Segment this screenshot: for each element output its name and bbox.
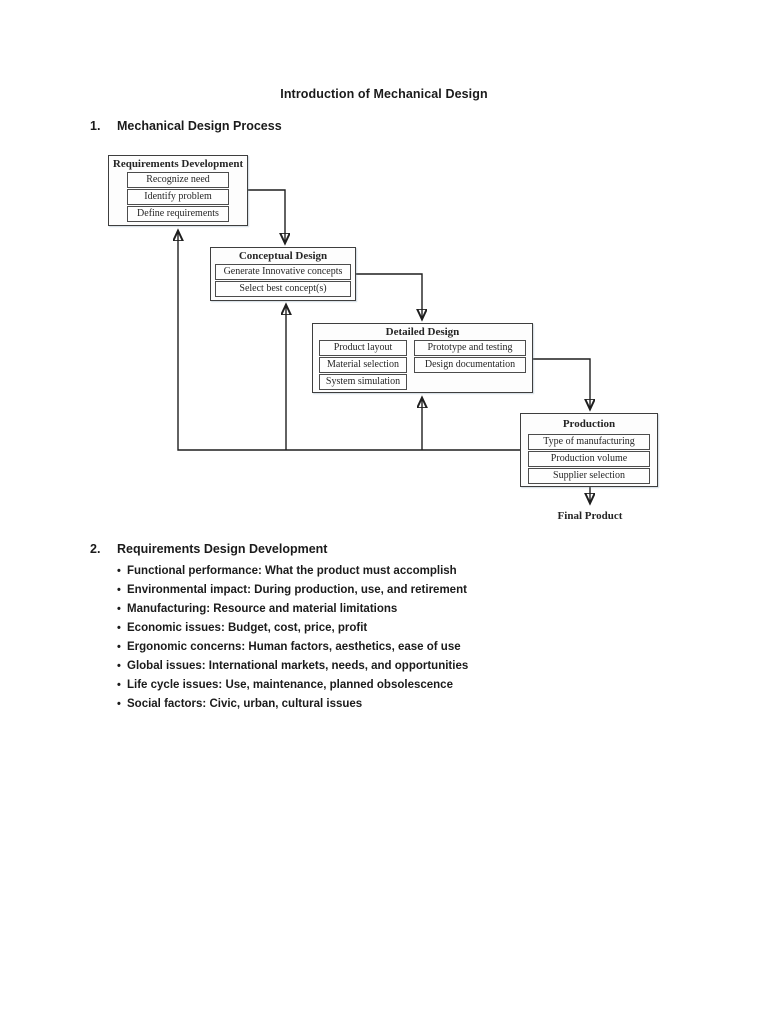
list-item-text: Life cycle issues: Use, maintenance, pla… bbox=[127, 678, 453, 691]
flowchart-box-detailed-design: Detailed Design Product layout Material … bbox=[312, 323, 533, 393]
list-item-text: Global issues: International markets, ne… bbox=[127, 659, 469, 672]
final-product-label: Final Product bbox=[557, 510, 623, 522]
section-1-number: 1. bbox=[90, 119, 101, 133]
flowchart-step: Type of manufacturing bbox=[528, 434, 650, 450]
flowchart-step: Generate Innovative concepts bbox=[215, 264, 351, 280]
list-item-text: Economic issues: Budget, cost, price, pr… bbox=[127, 621, 368, 634]
list-item-text: Social factors: Civic, urban, cultural i… bbox=[127, 697, 363, 710]
flowchart-box-production: Production Type of manufacturing Product… bbox=[520, 413, 658, 487]
flowchart-step: Production volume bbox=[528, 451, 650, 467]
list-item: • Economic issues: Budget, cost, price, p… bbox=[90, 618, 650, 637]
list-item: • Manufacturing: Resource and material li… bbox=[90, 599, 650, 618]
bullet-icon: • bbox=[117, 697, 121, 710]
bullet-icon: • bbox=[117, 640, 121, 653]
list-item-text: Environmental impact: During production,… bbox=[127, 583, 467, 596]
section-2-number: 2. bbox=[90, 542, 101, 556]
arrow-requirements-to-conceptual bbox=[248, 189, 285, 242]
mechanical-design-process-diagram: Requirements Development Recognize need … bbox=[0, 155, 768, 560]
flowchart-box-requirements-development: Requirements Development Recognize need … bbox=[108, 155, 248, 226]
flowchart-connectors bbox=[0, 189, 768, 560]
box-title: Production bbox=[562, 418, 616, 430]
feedback-line-to-requirements bbox=[178, 232, 520, 451]
bullet-icon: • bbox=[117, 659, 121, 672]
box-title: Requirements Development bbox=[112, 158, 244, 170]
arrow-detailed-to-production bbox=[533, 358, 590, 408]
flowchart-step: Design documentation bbox=[414, 357, 526, 373]
flowchart-step: Identify problem bbox=[127, 189, 229, 205]
list-item-text: Manufacturing: Resource and material lim… bbox=[127, 602, 398, 615]
document-title: Introduction of Mechanical Design bbox=[280, 87, 488, 101]
list-item-text: Functional performance: What the product… bbox=[127, 564, 457, 577]
arrow-conceptual-to-detailed bbox=[356, 273, 422, 318]
list-item: • Social factors: Civic, urban, cultural … bbox=[90, 694, 650, 713]
flowchart-step: System simulation bbox=[319, 374, 407, 390]
flowchart-step: Supplier selection bbox=[528, 468, 650, 484]
box-title: Detailed Design bbox=[385, 326, 460, 338]
section-2-title: Requirements Design Development bbox=[117, 542, 328, 556]
flowchart-step: Prototype and testing bbox=[414, 340, 526, 356]
bullet-icon: • bbox=[117, 621, 121, 634]
bullet-icon: • bbox=[117, 678, 121, 691]
list-item: • Ergonomic concerns: Human factors, aest… bbox=[90, 637, 650, 656]
bullet-icon: • bbox=[117, 564, 121, 577]
list-item: • Environmental impact: During production… bbox=[90, 580, 650, 599]
list-item: • Life cycle issues: Use, maintenance, pl… bbox=[90, 675, 650, 694]
bullet-icon: • bbox=[117, 583, 121, 596]
bullet-icon: • bbox=[117, 602, 121, 615]
list-item-text: Ergonomic concerns: Human factors, aesth… bbox=[127, 640, 461, 653]
list-item: • Global issues: International markets, n… bbox=[90, 656, 650, 675]
flowchart-step: Material selection bbox=[319, 357, 407, 373]
flowchart-step: Select best concept(s) bbox=[215, 281, 351, 297]
box-title: Conceptual Design bbox=[238, 250, 328, 262]
section-2-heading: 2. Requirements Design Development bbox=[90, 542, 327, 556]
section-1-heading: 1. Mechanical Design Process bbox=[90, 119, 282, 133]
flowchart-step: Define requirements bbox=[127, 206, 229, 222]
flowchart-step: Product layout bbox=[319, 340, 407, 356]
list-item: • Functional performance: What the produc… bbox=[90, 561, 650, 580]
section-1-title: Mechanical Design Process bbox=[117, 119, 282, 133]
requirements-bullet-list: • Functional performance: What the produc… bbox=[90, 561, 650, 713]
flowchart-box-conceptual-design: Conceptual Design Generate Innovative co… bbox=[210, 247, 356, 301]
flowchart-step: Recognize need bbox=[127, 172, 229, 188]
